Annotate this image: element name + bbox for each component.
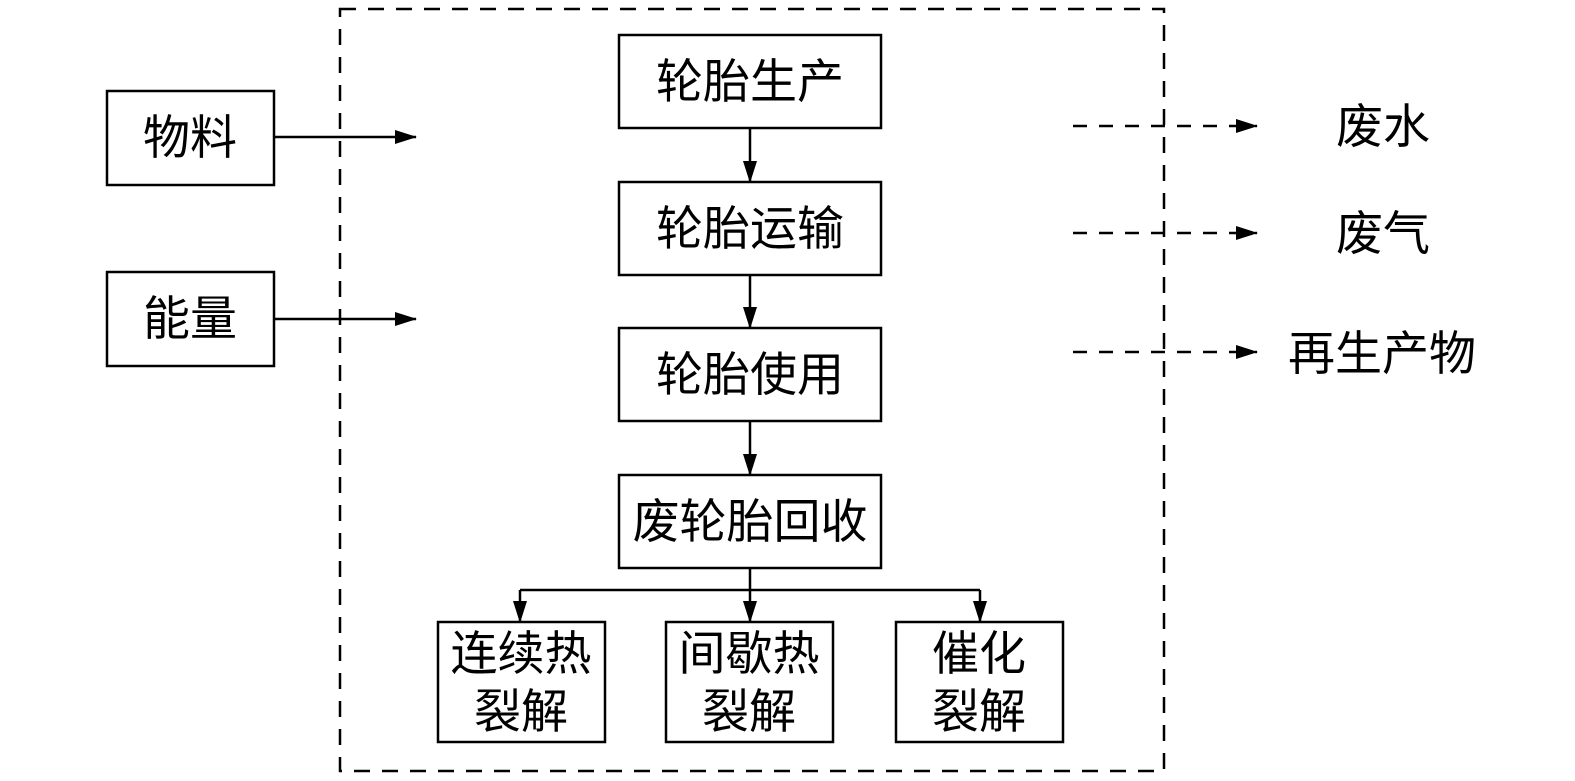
method-continuous-pyrolysis-box: 连续热 裂解 [436,620,607,744]
process-production-label: 轮胎生产 [656,55,844,110]
process-use-label: 轮胎使用 [656,348,844,403]
process-transport-box: 轮胎运输 [617,180,883,277]
method-catalytic-line1: 催化 [932,627,1026,682]
input-energy-box: 能量 [105,270,276,368]
input-materials-label: 物料 [143,111,237,166]
output-exhaust-label: 废气 [1336,207,1430,262]
output-recycled-products-label: 再生产物 [1288,327,1476,382]
process-recycling-label: 废轮胎回收 [633,495,868,550]
process-transport-label: 轮胎运输 [656,202,844,257]
input-energy-label: 能量 [143,292,237,347]
method-continuous-line2: 裂解 [474,685,568,740]
process-use-box: 轮胎使用 [617,326,883,423]
process-recycling-box: 废轮胎回收 [617,473,883,570]
process-production-box: 轮胎生产 [617,33,883,130]
output-wastewater-label: 废水 [1336,100,1430,155]
method-intermittent-line1: 间歇热 [679,627,820,682]
method-continuous-line1: 连续热 [451,627,592,682]
method-intermittent-pyrolysis-box: 间歇热 裂解 [664,620,835,744]
method-catalytic-cracking-box: 催化 裂解 [894,620,1065,744]
method-intermittent-line2: 裂解 [702,685,796,740]
method-catalytic-line2: 裂解 [932,685,1026,740]
input-materials-box: 物料 [105,89,276,187]
system-boundary [338,7,1166,773]
